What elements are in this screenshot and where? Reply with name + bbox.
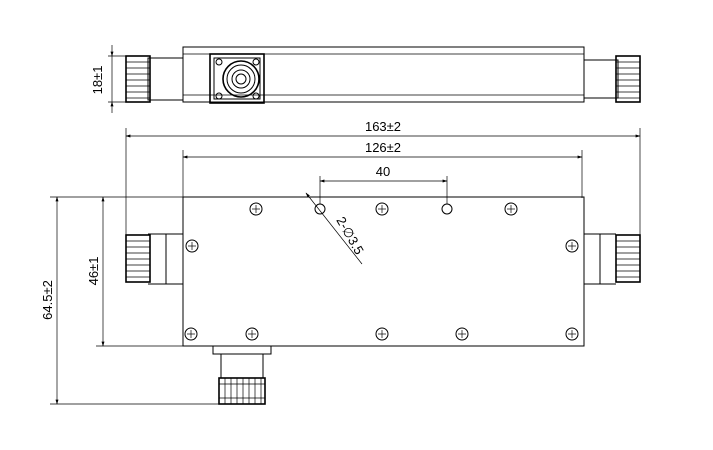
left-connector-side: [125, 55, 184, 103]
side-height-dimension: 18±1: [90, 45, 128, 113]
hole-spacing-label: 40: [376, 164, 390, 179]
hole-spacing-dimension: 40: [319, 164, 448, 204]
hole-callout: 2-∅3.5: [305, 192, 367, 265]
overall-height-label: 64.5±2: [40, 280, 55, 320]
front-view: [125, 196, 641, 405]
screw: [455, 327, 469, 341]
flange-connector-face: [209, 53, 265, 104]
overall-length-dimension: 163±2: [125, 119, 641, 236]
mounting-hole: [314, 203, 326, 215]
screw: [565, 327, 579, 341]
mounting-hole: [441, 203, 453, 215]
right-connector-side: [583, 55, 641, 103]
overall-length-label: 163±2: [365, 119, 401, 134]
left-connector: [125, 233, 183, 285]
screw: [245, 327, 259, 341]
screw: [375, 327, 389, 341]
screws: [184, 202, 579, 341]
screw: [185, 239, 199, 253]
side-view: 18±1: [90, 45, 641, 113]
overall-height-dimension: 64.5±2: [40, 196, 219, 405]
body-height-label: 46±1: [86, 257, 101, 286]
body-height-dimension: 46±1: [86, 196, 183, 347]
screw: [249, 202, 263, 216]
right-connector: [584, 233, 641, 285]
hole-callout-label: 2-∅3.5: [333, 214, 366, 257]
body-length-dimension: 126±2: [182, 140, 583, 198]
screw: [504, 202, 518, 216]
bottom-connector: [212, 345, 272, 405]
screw: [375, 202, 389, 216]
body-length-label: 126±2: [365, 140, 401, 155]
screw: [565, 239, 579, 253]
side-height-label: 18±1: [90, 66, 105, 95]
screw: [184, 327, 198, 341]
